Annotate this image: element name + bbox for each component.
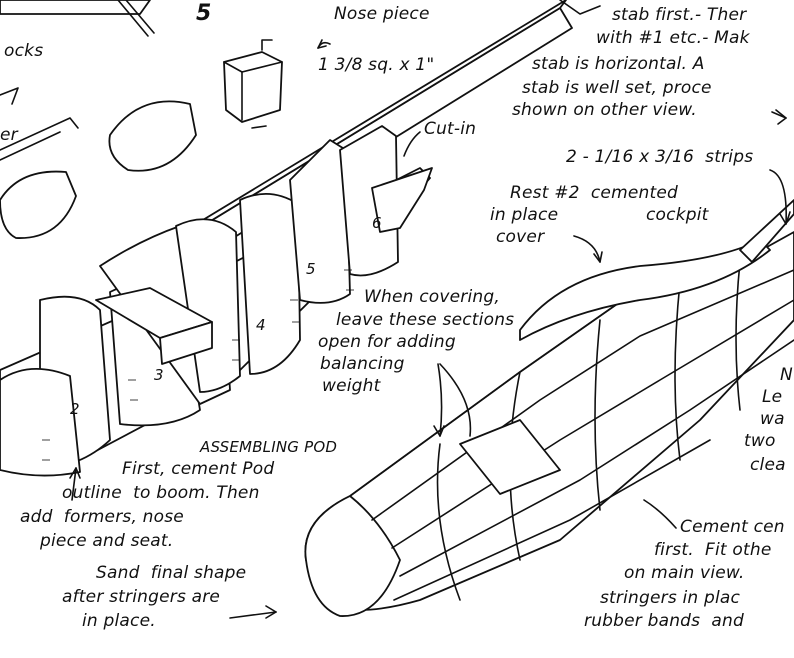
- label-when-covering-1: When covering,: [364, 287, 500, 307]
- label-right-le: Le: [762, 387, 783, 407]
- former-number: 3: [154, 366, 164, 384]
- label-strips: 2 - 1/16 x 3/16 strips: [566, 147, 754, 167]
- label-blocks: ocks: [4, 41, 44, 61]
- label-cement-5: rubber bands and: [584, 611, 745, 631]
- label-cement-4: stringers in plac: [600, 588, 741, 608]
- top-left-parts: [0, 0, 601, 161]
- label-assembling-pod-title: ASSEMBLING POD: [200, 438, 338, 456]
- label-when-covering-2: leave these sections: [336, 310, 515, 330]
- label-cover: cover: [496, 227, 545, 247]
- label-rest-2: Rest #2 cemented: [510, 183, 678, 203]
- former-number: 6: [372, 214, 382, 232]
- label-shown-other-view: shown on other view.: [512, 100, 697, 120]
- sheet-number: 5: [196, 1, 212, 26]
- former-number: 5: [306, 260, 316, 278]
- pod-formers-assembly: [0, 125, 433, 477]
- label-assembling-2: outline to boom. Then: [62, 483, 260, 503]
- former-number: 4: [256, 316, 266, 334]
- label-in-place: in place: [490, 205, 559, 225]
- label-assembling-3: add formers, nose: [20, 507, 184, 527]
- label-when-covering-3: open for adding: [318, 332, 456, 352]
- label-cement-3: on main view.: [624, 563, 745, 583]
- label-cockpit: cockpit: [646, 205, 709, 225]
- label-cement-2: first. Fit othe: [654, 540, 772, 560]
- leader-lines: [69, 39, 791, 619]
- nose-blocks: [0, 39, 283, 239]
- label-sand-3: in place.: [82, 611, 156, 631]
- label-stab-horizontal: stab is horizontal. A: [532, 54, 705, 74]
- label-when-covering-5: weight: [322, 376, 381, 396]
- covered-pod: [304, 199, 794, 617]
- label-right-n: N: [780, 365, 793, 385]
- label-er: er: [0, 125, 18, 145]
- label-stab-well-set: stab is well set, proce: [522, 78, 712, 98]
- label-assembling-4: piece and seat.: [40, 531, 174, 551]
- label-sand-2: after stringers are: [62, 587, 221, 607]
- former-number: 2: [70, 400, 80, 418]
- label-nose-piece-dim: 1 3/8 sq. x 1": [318, 55, 435, 75]
- label-cut-in: Cut-in: [424, 119, 477, 139]
- label-assembling-1: First, cement Pod: [122, 459, 275, 479]
- label-nose-piece: Nose piece: [334, 4, 430, 24]
- label-right-two: two: [744, 431, 776, 451]
- label-right-wa: wa: [760, 409, 785, 429]
- label-with-1: with #1 etc.- Mak: [596, 28, 750, 48]
- label-when-covering-4: balancing: [320, 354, 405, 374]
- label-sand-1: Sand final shape: [96, 563, 247, 583]
- label-cement-1: Cement cen: [680, 517, 785, 537]
- label-stab-first: stab first.- Ther: [612, 5, 747, 25]
- label-right-clea: clea: [750, 455, 786, 475]
